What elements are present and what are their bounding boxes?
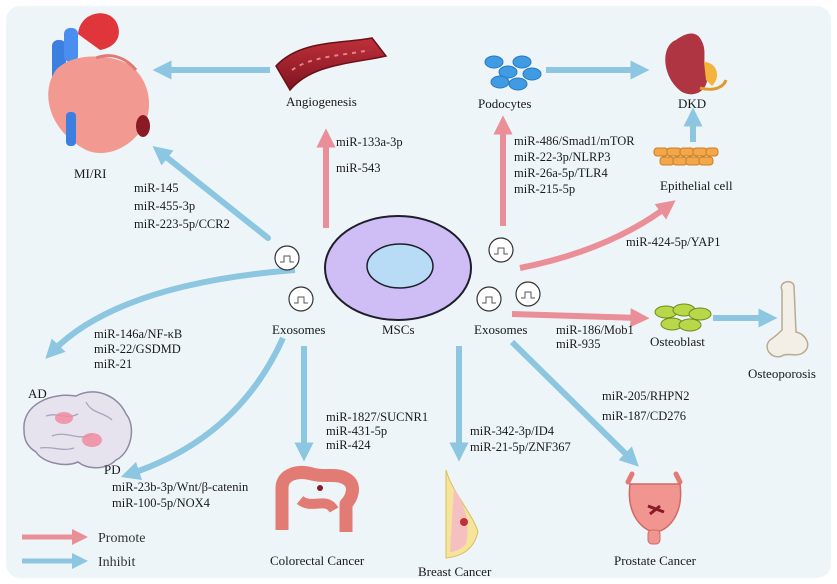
exosome-icon <box>476 286 502 312</box>
brain-icon <box>23 391 133 469</box>
mirna-item: miR-186/Mob1 <box>556 323 634 337</box>
ad-label: AD <box>28 386 47 401</box>
mirna-item: miR-424-5p/YAP1 <box>626 235 720 249</box>
mirna-item: miR-146a/NF-κB <box>94 327 182 341</box>
breast-icon <box>445 469 479 559</box>
mirna-item: miR-1827/SUCNR1 <box>326 410 428 424</box>
prostate-cancer-label: Prostate Cancer <box>614 553 697 568</box>
blood-vessel-icon <box>275 37 388 92</box>
arrow-to-epithelial-cell <box>519 200 676 271</box>
legend-inhibit-label: Inhibit <box>98 555 135 570</box>
angiogenesis-label: Angiogenesis <box>286 94 357 109</box>
mirna-item: miR-145 <box>134 181 178 195</box>
kidney-icon <box>665 33 728 95</box>
msc-label: MSCs <box>382 322 415 337</box>
exosome-icon <box>274 245 300 271</box>
mirna-list-pd: miR-23b-3p/Wnt/β-catenin miR-100-5p/NOX4 <box>112 480 251 510</box>
mirna-item: miR-21 <box>94 357 132 371</box>
mirna-item: miR-342-3p/ID4 <box>470 424 555 438</box>
legend-promote-label: Promote <box>98 531 145 546</box>
msc-cell <box>324 215 472 321</box>
mirna-list-epithelial-cell: miR-424-5p/YAP1 <box>626 235 720 249</box>
bone-icon <box>766 280 809 358</box>
mirna-list-mi-ri: miR-145 miR-455-3p miR-223-5p/CCR2 <box>134 181 230 231</box>
left-exosomes-label: Exosomes <box>272 322 325 337</box>
osteoporosis-label: Osteoporosis <box>748 366 816 381</box>
colon-icon <box>275 466 359 532</box>
exosome-icon <box>515 281 541 307</box>
mirna-item: miR-424 <box>326 438 371 452</box>
mirna-list-colorectal-cancer: miR-1827/SUCNR1 miR-431-5p miR-424 <box>326 410 431 452</box>
dkd-label: DKD <box>678 96 706 111</box>
mirna-item: miR-23b-3p/Wnt/β-catenin <box>112 480 249 494</box>
mirna-item: miR-21-5p/ZNF367 <box>470 440 571 454</box>
mirna-item: miR-486/Smad1/mTOR <box>514 134 635 148</box>
mirna-item: miR-133a-3p <box>336 135 403 149</box>
arrow-to-prostate-cancer <box>509 339 639 467</box>
mirna-item: miR-223-5p/CCR2 <box>134 217 230 231</box>
epithelial-cell-icon <box>653 147 719 166</box>
arrow-to-mi-ri <box>152 146 271 241</box>
epithelial-cell-label: Epithelial cell <box>660 178 733 193</box>
osteoblast-icon <box>654 303 712 332</box>
pd-label: PD <box>104 462 121 477</box>
mirna-list-breast-cancer: miR-342-3p/ID4 miR-21-5p/ZNF367 <box>470 424 571 454</box>
mirna-item: miR-205/RHPN2 <box>602 389 690 403</box>
mirna-item: miR-431-5p <box>326 424 387 438</box>
exosome-icon <box>488 237 514 263</box>
mirna-list-ad: miR-146a/NF-κB miR-22/GSDMD miR-21 <box>94 327 185 371</box>
heart-icon <box>48 13 150 154</box>
mi-ri-label: MI/RI <box>74 166 107 181</box>
podocytes-icon <box>484 55 542 91</box>
legend: Promote Inhibit <box>22 528 145 570</box>
mirna-list-osteoblast: miR-186/Mob1 miR-935 <box>556 323 637 351</box>
mirna-item: miR-100-5p/NOX4 <box>112 496 211 510</box>
arrow-to-osteoblast <box>511 308 650 328</box>
breast-cancer-label: Breast Cancer <box>418 564 492 579</box>
arrow-to-ad <box>45 267 296 359</box>
right-exosomes-label: Exosomes <box>474 322 527 337</box>
mirna-item: miR-935 <box>556 337 600 351</box>
osteoblast-label: Osteoblast <box>650 334 705 349</box>
mirna-item: miR-22/GSDMD <box>94 342 181 356</box>
mirna-item: miR-187/CD276 <box>602 409 686 423</box>
mirna-item: miR-22-3p/NLRP3 <box>514 150 611 164</box>
mirna-item: miR-26a-5p/TLR4 <box>514 166 608 180</box>
mirna-item: miR-455-3p <box>134 199 195 213</box>
mirna-list-podocytes: miR-486/Smad1/mTOR miR-22-3p/NLRP3 miR-2… <box>514 134 638 196</box>
colorectal-cancer-label: Colorectal Cancer <box>270 553 365 568</box>
podocytes-label: Podocytes <box>478 96 531 111</box>
mirna-list-angiogenesis: miR-133a-3p miR-543 <box>336 135 406 175</box>
prostate-icon <box>625 471 683 545</box>
arrow-to-pd <box>120 336 286 481</box>
mirna-item: miR-215-5p <box>514 182 575 196</box>
exosome-icon <box>288 286 314 312</box>
mirna-item: miR-543 <box>336 161 380 175</box>
mirna-list-prostate-cancer: miR-205/RHPN2 miR-187/CD276 <box>602 389 693 423</box>
